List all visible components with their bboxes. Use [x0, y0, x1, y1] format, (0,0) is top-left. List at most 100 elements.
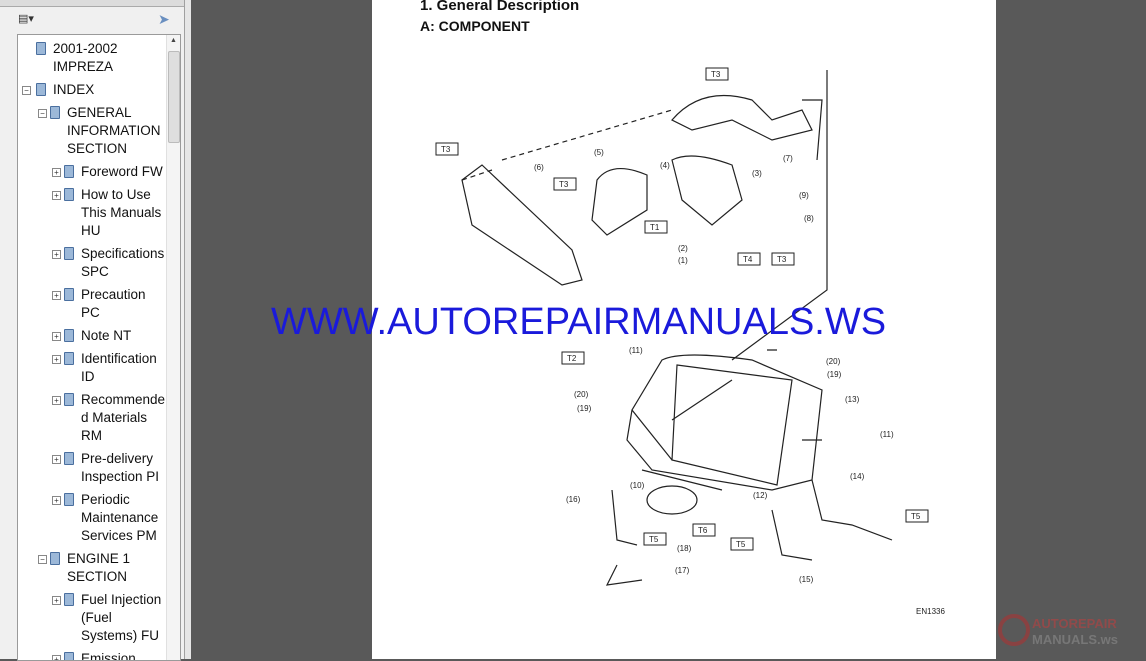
torque-callout: T3: [441, 145, 451, 154]
bookmark-item[interactable]: Specifications SPC: [81, 246, 165, 279]
bookmark-icon: [64, 247, 74, 260]
part-number-label: (19): [827, 370, 842, 379]
torque-callout-box: [730, 537, 754, 551]
expand-toggle[interactable]: −: [38, 555, 47, 564]
part-number-label: (18): [677, 544, 692, 553]
part-number-label: (2): [678, 244, 688, 253]
expand-toggle[interactable]: −: [22, 86, 31, 95]
bookmark-icon: [64, 165, 74, 178]
torque-callout: T5: [736, 540, 746, 549]
bookmark-icon: [64, 188, 74, 201]
torque-callout-box: [705, 67, 729, 81]
scroll-up-icon[interactable]: ▲: [170, 37, 177, 44]
bookmark-item[interactable]: How to Use This Manuals HU: [81, 187, 162, 238]
part-number-label: (20): [574, 390, 589, 399]
bookmark-icon: [64, 288, 74, 301]
bookmark-icon: [64, 493, 74, 506]
bookmark-tree: ▲ 2001-2002 IMPREZA − INDEX − GENERAL INFORM…: [17, 34, 181, 661]
bookmark-item[interactable]: Identification ID: [81, 351, 157, 384]
bookmark-item[interactable]: GENERAL INFORMATION SECTION: [67, 105, 161, 156]
svg-text:MANUALS.ws: MANUALS.ws: [1032, 632, 1118, 647]
torque-callout-box: [905, 509, 929, 523]
expand-toggle[interactable]: +: [52, 250, 61, 259]
expand-toggle[interactable]: +: [52, 291, 61, 300]
bookmark-icon: [64, 329, 74, 342]
torque-callout: T3: [711, 70, 721, 79]
bookmark-item[interactable]: Emission Control (Aux: [81, 651, 136, 661]
torque-callout-box: [692, 523, 716, 537]
torque-callout-box: [553, 177, 577, 191]
bookmark-icon: [64, 593, 74, 606]
part-number-label: (12): [753, 491, 768, 500]
part-number-label: (15): [799, 575, 814, 584]
expand-toggle[interactable]: +: [52, 455, 61, 464]
bookmark-item[interactable]: Precaution PC: [81, 287, 146, 320]
options-menu-button[interactable]: ▤▾: [18, 13, 34, 25]
bookmark-item[interactable]: Foreword FW: [81, 164, 163, 179]
expand-toggle[interactable]: +: [52, 355, 61, 364]
bookmark-icon: [64, 652, 74, 660]
bookmark-item[interactable]: Recommended Materials RM: [81, 392, 166, 443]
section-subheading: A: COMPONENT: [420, 18, 530, 34]
torque-callout: T1: [650, 223, 660, 232]
bookmark-icon: [64, 393, 74, 406]
bookmark-item[interactable]: Periodic Maintenance Services PM: [81, 492, 159, 543]
torque-callout-box: [644, 220, 668, 234]
part-number-label: (20): [826, 357, 841, 366]
expand-toggle[interactable]: +: [52, 596, 61, 605]
torque-callout-box: [737, 252, 761, 266]
expand-toggle[interactable]: +: [52, 191, 61, 200]
torque-callout-box: [771, 252, 795, 266]
torque-callout: T3: [559, 180, 569, 189]
bookmark-icon: [64, 352, 74, 365]
part-number-label: (3): [752, 169, 762, 178]
bookmark-item[interactable]: Pre-delivery Inspection PI: [81, 451, 160, 484]
part-number-label: (6): [534, 163, 544, 172]
torque-callout: T6: [698, 526, 708, 535]
torque-callout: T3: [777, 255, 787, 264]
torque-callout-box: [435, 142, 459, 156]
bookmark-item[interactable]: ENGINE 1 SECTION: [67, 551, 131, 584]
part-number-label: (14): [850, 472, 865, 481]
bookmark-icon: [36, 42, 46, 55]
part-number-label: (9): [799, 191, 809, 200]
expand-toggle[interactable]: +: [52, 396, 61, 405]
bookmark-item[interactable]: 2001-2002 IMPREZA: [53, 41, 118, 74]
bookmark-item[interactable]: INDEX: [53, 82, 95, 97]
scrollbar[interactable]: ▲: [166, 35, 180, 660]
torque-callout: T5: [911, 512, 921, 521]
expand-toggle[interactable]: −: [38, 109, 47, 118]
part-number-label: (1): [678, 256, 688, 265]
expand-toggle[interactable]: +: [52, 168, 61, 177]
watermark-text: WWW.AUTOREPAIRMANUALS.WS: [271, 301, 887, 343]
expand-toggle[interactable]: +: [52, 332, 61, 341]
torque-callout-box: [643, 532, 667, 546]
part-number-label: (13): [845, 395, 860, 404]
part-number-label: (10): [630, 481, 645, 490]
torque-callout: T2: [567, 354, 577, 363]
expand-toggle[interactable]: +: [52, 655, 61, 660]
bookmark-icon: [50, 106, 60, 119]
bookmark-icon: [50, 552, 60, 565]
expand-bookmark-icon[interactable]: ➤: [158, 11, 170, 27]
site-logo: AUTOREPAIR MANUALS.ws: [998, 614, 1118, 647]
part-number-label: (11): [880, 430, 894, 439]
svg-text:AUTOREPAIR: AUTOREPAIR: [1032, 616, 1117, 631]
panel-splitter[interactable]: [185, 0, 191, 659]
bookmark-item[interactable]: Fuel Injection (Fuel Systems) FU: [81, 592, 162, 643]
torque-callout: T4: [743, 255, 753, 264]
part-number-label: (16): [566, 495, 581, 504]
scroll-thumb[interactable]: [168, 51, 180, 143]
part-number-label: (11): [629, 346, 643, 355]
part-number-label: (5): [594, 148, 604, 157]
expand-toggle[interactable]: +: [52, 496, 61, 505]
section-heading: 1. General Description: [420, 0, 580, 14]
bookmark-icon: [64, 452, 74, 465]
part-number-label: (4): [660, 161, 670, 170]
figure-code: EN1336: [916, 607, 945, 616]
torque-callout: T5: [649, 535, 659, 544]
diagram-drawing: [461, 70, 893, 586]
bookmark-item[interactable]: Note NT: [81, 328, 132, 343]
